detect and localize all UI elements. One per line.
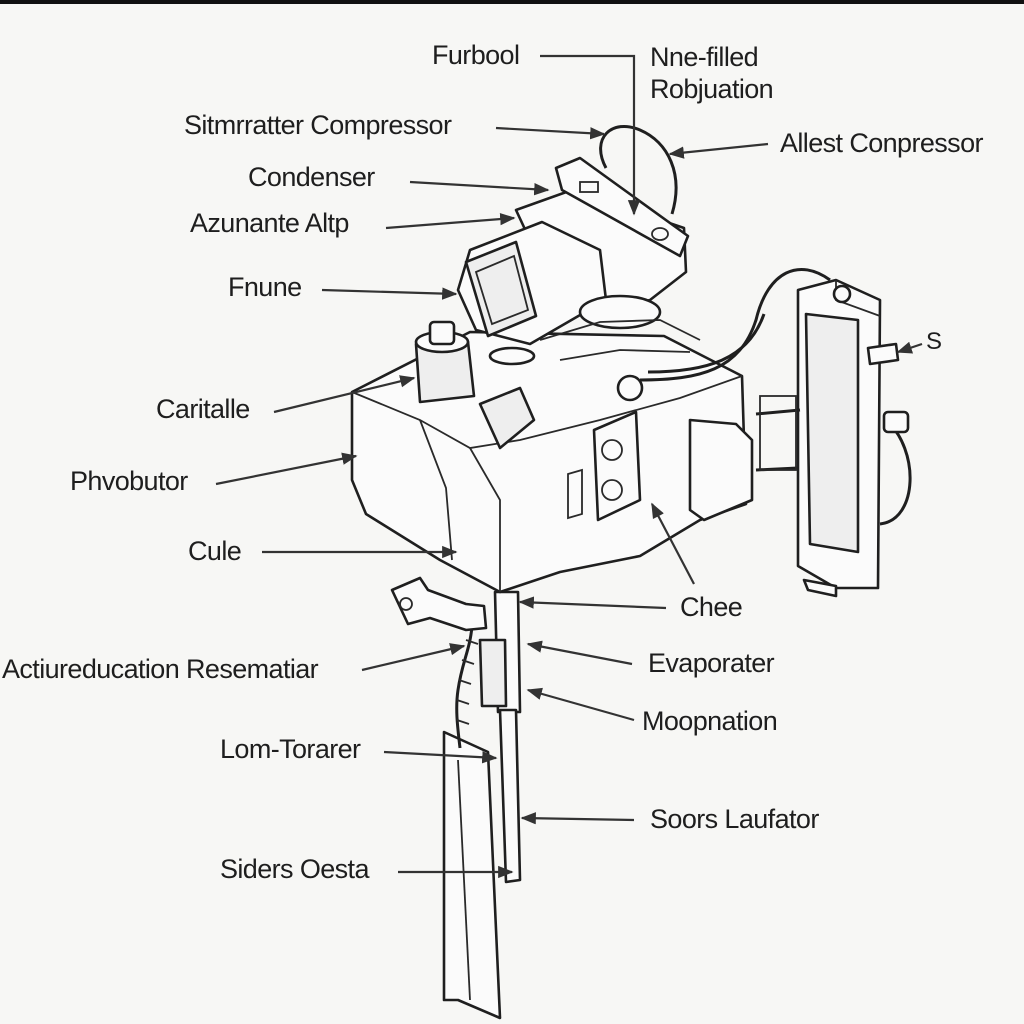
leader-chee-tube	[518, 596, 667, 610]
motor-face	[464, 240, 538, 338]
label-chee: Chee	[680, 592, 743, 622]
sensor-column	[442, 730, 502, 1020]
leader-actiureducation	[361, 643, 466, 672]
label-condenser: Condenser	[248, 162, 375, 192]
compressor-unit	[456, 124, 701, 361]
leader-allest	[668, 142, 769, 159]
label-s: S	[926, 328, 942, 355]
label-soors-laufator: Soors Laufator	[650, 804, 819, 834]
top-loop-hose	[599, 124, 678, 215]
label-robjuation: Robjuation	[650, 73, 774, 104]
tube-clamp	[478, 638, 508, 708]
top-border	[0, 0, 1024, 4]
leader-lom-torarer	[383, 750, 498, 764]
housing-bracket	[478, 386, 536, 450]
leader-phvobutor	[215, 452, 358, 486]
leader-chee	[651, 502, 695, 585]
label-furbool: Furbool	[432, 40, 520, 70]
side-port-plate	[592, 410, 642, 522]
leader-moopnation	[526, 687, 635, 722]
label-evaporater: Evaporater	[648, 648, 775, 678]
leader-lines	[215, 54, 923, 879]
label-moopnation: Moopnation	[642, 706, 778, 736]
leader-soors	[520, 812, 635, 825]
label-allest-conpressor: Allest Conpressor	[780, 128, 983, 158]
leader-evaporater	[526, 640, 633, 666]
leader-caritalle	[273, 375, 416, 414]
leader-s	[896, 341, 923, 354]
side-box	[688, 418, 754, 522]
label-actiureducation-resematiar: Actiureducation Resematiar	[2, 654, 319, 684]
label-phvobutor: Phvobutor	[70, 466, 188, 496]
lower-tube	[498, 708, 522, 884]
label-cule: Cule	[188, 536, 242, 566]
radiator-core	[804, 312, 860, 554]
leader-condenser	[409, 180, 550, 196]
label-simmratter-compressor: Sitmrratter Compressor	[184, 110, 452, 140]
label-nne-filled: Nne-filled	[650, 42, 759, 72]
leader-furbool	[540, 54, 641, 216]
column-assembly	[390, 576, 522, 1020]
label-lom-torarer: Lom-Torarer	[220, 734, 361, 764]
valve-fitting	[390, 576, 488, 632]
main-housing	[350, 320, 754, 594]
leader-fnune	[321, 287, 458, 300]
label-caritalle: Caritalle	[156, 394, 250, 424]
label-fnune: Fnune	[228, 272, 302, 302]
side-radiator	[616, 267, 912, 598]
label-siders-oesta: Siders Oesta	[220, 854, 369, 884]
leader-azunante	[385, 212, 516, 230]
label-azunante-altp: Azunante Altp	[190, 208, 349, 238]
braided-hose	[455, 625, 474, 749]
leader-compressor	[495, 126, 606, 140]
label-nne-filled-robjuation: Nne-filled Robjuation	[650, 42, 774, 106]
